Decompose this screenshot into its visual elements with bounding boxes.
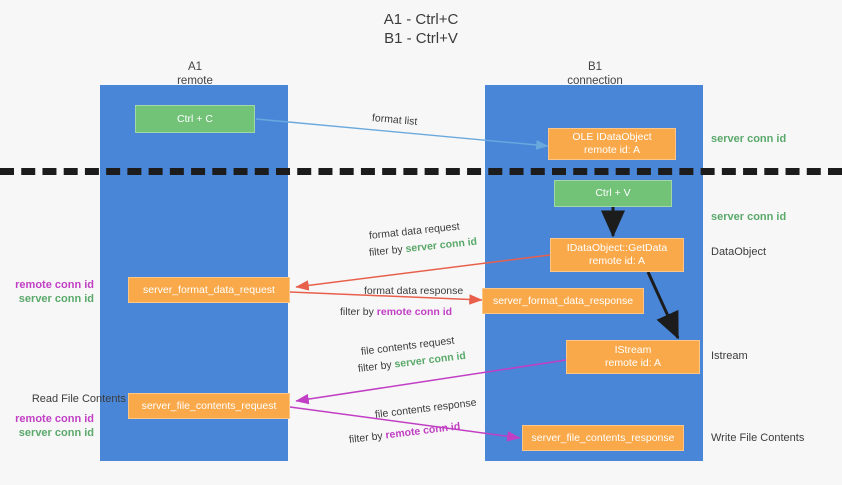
box-ole-idataobject-line2: remote id: A — [583, 144, 641, 156]
box-server-format-data-request-label: server_format_data_request — [143, 283, 275, 296]
right-label-write-file-contents: Write File Contents — [711, 432, 805, 444]
column-a1-sub: remote — [177, 75, 213, 87]
box-server-file-contents-request-label: server_file_contents_request — [141, 399, 277, 412]
column-header-a1: A1 remote — [125, 60, 265, 88]
box-ctrl-c-label: Ctrl + C — [177, 112, 213, 125]
column-b1-name: B1 — [587, 61, 603, 73]
flow-label-format-data-response-text: format data response — [364, 285, 464, 297]
arrow-file-contents-response — [289, 406, 521, 442]
diagram-title: A1 - Ctrl+C B1 - Ctrl+V — [0, 10, 842, 48]
box-server-file-contents-response[interactable]: server_file_contents_response — [522, 425, 684, 451]
box-ctrl-v-label: Ctrl + V — [595, 187, 631, 199]
box-idataobject-getdata-line2: remote id: A — [588, 255, 646, 267]
arrow-file-contents-request — [295, 359, 567, 405]
box-ole-idataobject[interactable]: OLE IDataObject remote id: A — [548, 128, 676, 160]
box-istream-line2: remote id: A — [604, 357, 662, 369]
box-server-file-contents-request[interactable]: server_file_contents_request — [128, 393, 290, 419]
box-server-format-data-request[interactable]: server_format_data_request — [128, 277, 290, 303]
column-b1-sub: connection — [567, 75, 623, 87]
right-label-server-conn-id-second: server conn id — [711, 211, 787, 223]
flow-label-format-list-text: format list — [371, 112, 418, 128]
filter-prefix: filter by — [368, 243, 407, 259]
box-idataobject-getdata-line1: IDataObject::GetData — [566, 242, 668, 254]
flow-label-format-data-response-filter: filter by remote conn id — [340, 305, 452, 319]
box-istream-line1: IStream — [614, 344, 652, 356]
phase-divider — [0, 168, 842, 175]
arrow-format-list — [255, 118, 549, 150]
right-label-dataobject: DataObject — [711, 246, 767, 258]
arrow-getdata-to-istream — [646, 271, 680, 340]
box-ctrl-c[interactable]: Ctrl + C — [135, 105, 255, 133]
box-ole-idataobject-line1: OLE IDataObject — [572, 131, 652, 143]
box-server-format-data-response-label: server_format_data_response — [492, 294, 634, 307]
arrow-format-data-response — [289, 291, 483, 305]
left-label-server-conn-id-2: server conn id — [18, 427, 94, 439]
filter-value-remote-conn-id: remote conn id — [376, 306, 453, 318]
box-ctrl-v[interactable]: Ctrl + V — [554, 180, 672, 207]
title-line-2: B1 - Ctrl+V — [384, 30, 458, 47]
right-label-server-conn-id-top: server conn id — [711, 133, 787, 145]
left-label-remote-conn-id-1: remote conn id — [15, 279, 94, 291]
column-a1-name: A1 — [187, 61, 203, 73]
column-header-b1: B1 connection — [525, 60, 665, 88]
filter-prefix: filter by — [340, 306, 377, 318]
arrow-format-data-request — [295, 254, 551, 291]
box-istream[interactable]: IStream remote id: A — [566, 340, 700, 374]
flow-label-format-data-response: format data response — [364, 284, 463, 298]
box-server-format-data-response[interactable]: server_format_data_response — [482, 288, 644, 314]
box-server-file-contents-response-label: server_file_contents_response — [531, 431, 675, 444]
left-label-server-conn-id-1: server conn id — [18, 293, 94, 305]
box-idataobject-getdata[interactable]: IDataObject::GetData remote id: A — [550, 238, 684, 272]
right-label-istream: Istream — [711, 350, 748, 362]
title-line-1: A1 - Ctrl+C — [383, 11, 459, 28]
left-label-read-file-contents: Read File Contents — [31, 393, 126, 405]
left-label-remote-conn-id-2: remote conn id — [15, 413, 94, 425]
